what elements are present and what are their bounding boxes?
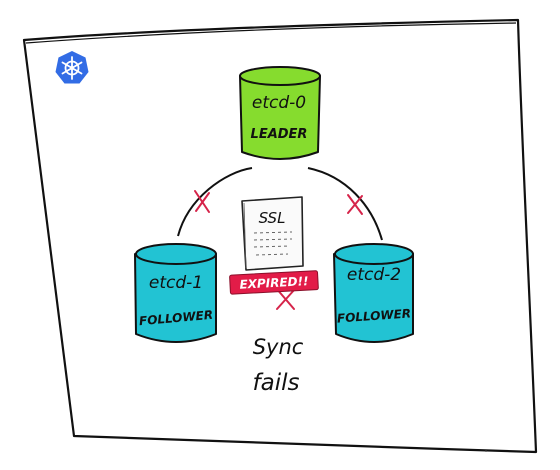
scan-speck bbox=[485, 450, 487, 452]
diagram-frame-overstroke bbox=[25, 22, 517, 44]
node-etcd-1-name: etcd-1 bbox=[149, 273, 203, 293]
ssl-certificate: SSL EXPIRED!! bbox=[229, 196, 319, 295]
ssl-document-lines bbox=[253, 231, 293, 256]
node-etcd-0-body bbox=[239, 75, 321, 160]
broken-link-cross-right bbox=[347, 194, 363, 215]
node-etcd-1-top bbox=[135, 243, 217, 265]
node-etcd-0: etcd-0 LEADER bbox=[239, 66, 321, 160]
node-etcd-2-top bbox=[334, 243, 414, 265]
node-etcd-1-role: FOLLOWER bbox=[138, 308, 213, 328]
broken-link-cross-left bbox=[194, 190, 210, 213]
node-etcd-0-role: LEADER bbox=[251, 127, 308, 142]
node-etcd-2: etcd-2 FOLLOWER bbox=[333, 243, 414, 343]
ssl-document-paper bbox=[241, 196, 304, 271]
node-etcd-0-top bbox=[239, 66, 321, 86]
node-etcd-2-role: FOLLOWER bbox=[337, 306, 412, 325]
node-etcd-2-body bbox=[333, 253, 414, 343]
expired-badge bbox=[229, 270, 319, 295]
expired-badge-label: EXPIRED!! bbox=[239, 274, 309, 292]
kubernetes-logo bbox=[55, 51, 89, 84]
leader-connection-arc bbox=[177, 167, 383, 241]
node-etcd-2-name: etcd-2 bbox=[347, 265, 401, 285]
sync-note-line1: Sync bbox=[253, 335, 304, 359]
sync-note-line2: fails bbox=[253, 370, 300, 396]
node-etcd-1-body bbox=[134, 253, 217, 343]
node-etcd-0-name: etcd-0 bbox=[252, 93, 306, 113]
diagram-frame bbox=[22, 18, 538, 454]
node-etcd-1: etcd-1 FOLLOWER bbox=[134, 243, 217, 343]
ssl-title: SSL bbox=[259, 209, 286, 227]
